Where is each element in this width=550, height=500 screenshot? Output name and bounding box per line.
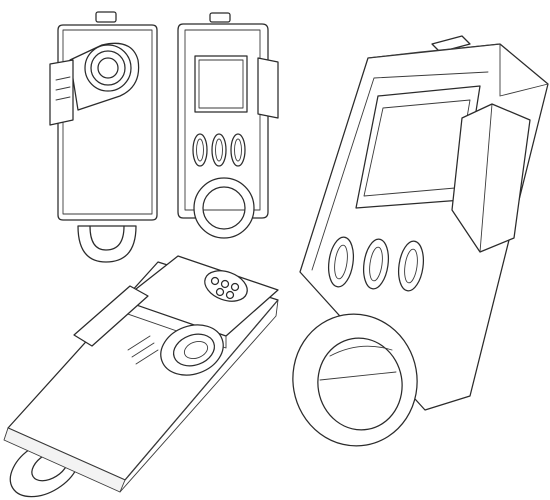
device-body-iso-front-top xyxy=(367,43,501,59)
button-dot xyxy=(220,279,230,289)
camera-lens-iso-inner xyxy=(183,340,209,360)
device-body-front-inner xyxy=(184,29,261,211)
bottom-ring-rear xyxy=(77,225,137,263)
side-clip-iso-rear xyxy=(73,285,149,347)
device-isometric-rear xyxy=(3,255,279,498)
clip-slot xyxy=(55,86,71,91)
button-right-iso-front-inner xyxy=(404,248,418,284)
clip-slot xyxy=(55,96,71,101)
button-dot xyxy=(225,290,235,300)
camera-lens-iso-mid xyxy=(172,333,216,367)
button-middle-front-inner xyxy=(215,138,223,162)
top-button-iso-rear xyxy=(204,270,248,302)
button-dot xyxy=(230,282,240,292)
bottom-ring-iso-front-inner xyxy=(317,337,403,431)
button-right-iso-front xyxy=(397,240,425,292)
vent-slot xyxy=(131,342,155,358)
device-rear-view xyxy=(49,11,158,263)
side-clip-rear xyxy=(49,59,74,126)
button-middle-iso-front-inner xyxy=(369,246,383,282)
top-button-front xyxy=(209,12,231,23)
camera-lens-iso-outer xyxy=(160,324,224,376)
screen-iso-front-inner xyxy=(363,99,471,197)
button-left-front xyxy=(192,133,208,167)
camera-lens-outer xyxy=(84,44,132,92)
screen-front xyxy=(194,55,248,113)
device-front-view xyxy=(177,12,279,239)
vent-slot xyxy=(135,349,159,365)
top-block-iso-rear xyxy=(121,255,279,337)
button-right-front xyxy=(230,133,246,167)
camera-lens-inner xyxy=(97,57,119,79)
button-middle-iso-front xyxy=(362,238,390,290)
button-dot xyxy=(210,276,220,286)
screen-iso-front xyxy=(355,85,481,209)
device-body-iso-front-bevel xyxy=(311,71,489,271)
top-button-iso-front xyxy=(431,35,471,53)
top-button-rear xyxy=(95,11,117,23)
camera-lens-mid xyxy=(90,50,126,86)
ring-divider-iso-front xyxy=(319,371,397,381)
device-body-rear-inner xyxy=(62,29,153,215)
button-left-front-inner xyxy=(196,138,204,162)
bottom-ring-iso-front xyxy=(292,313,418,447)
button-left-iso-front xyxy=(327,236,355,288)
button-middle-front xyxy=(211,133,227,167)
button-left-iso-front-inner xyxy=(334,244,348,280)
bottom-ring-front-inner xyxy=(202,186,246,230)
vent-slot xyxy=(127,335,151,351)
ring-inner-arc xyxy=(329,345,393,357)
side-clip-iso-front-edge xyxy=(479,103,493,253)
screen-front-inner xyxy=(198,59,244,109)
button-right-front-inner xyxy=(234,138,242,162)
device-body-iso-front-edge xyxy=(499,43,549,97)
device-body-iso-rear-edge xyxy=(119,299,279,493)
button-dot xyxy=(215,287,225,297)
bottom-ring-inner-rear xyxy=(89,225,125,251)
side-clip-front xyxy=(257,57,279,119)
clip-slot xyxy=(55,76,71,81)
device-isometric-front xyxy=(292,35,549,447)
